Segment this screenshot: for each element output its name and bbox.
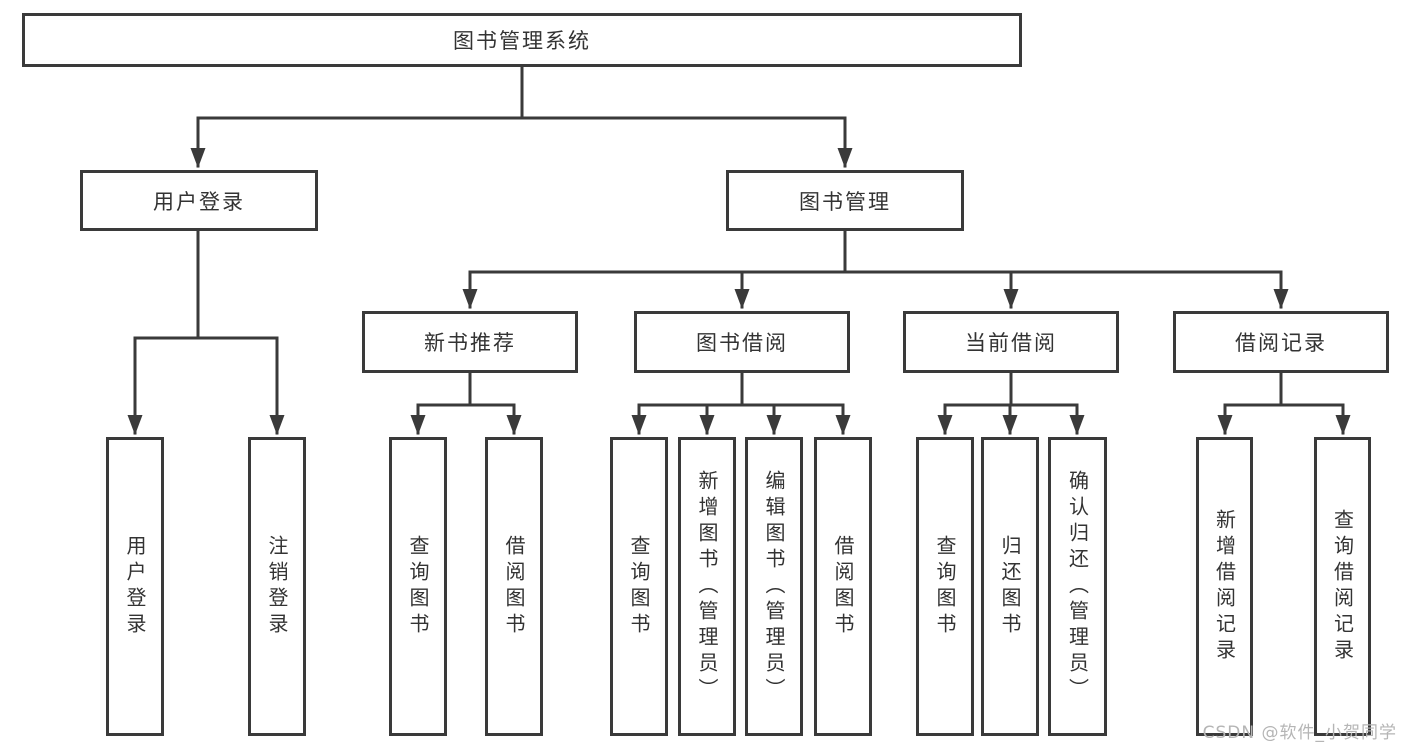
leaf-label: 查询图书 — [406, 534, 430, 639]
node-borrow-records: 借阅记录 — [1173, 311, 1389, 373]
leaf-label: 用户登录 — [123, 534, 147, 639]
connector-new-book-recommend-children — [410, 371, 522, 435]
leaf-add-book-admin: 新增图书（管理员） — [678, 437, 736, 736]
node-label: 图书管理系统 — [453, 29, 591, 53]
leaf-label: 查询图书 — [933, 534, 957, 639]
leaf-edit-book-admin: 编辑图书（管理员） — [745, 437, 803, 736]
leaf-label: 查询图书 — [627, 534, 651, 639]
leaf-label: 确认归还（管理员） — [1065, 469, 1090, 704]
leaf-return-book: 归还图书 — [981, 437, 1039, 736]
leaf-label: 借阅图书 — [502, 534, 526, 639]
leaf-borrow-book-recommend: 借阅图书 — [485, 437, 543, 736]
node-library-management-system: 图书管理系统 — [22, 13, 1022, 67]
leaf-label: 查询借阅记录 — [1330, 508, 1355, 665]
node-user-login: 用户登录 — [80, 170, 318, 231]
leaf-logout: 注销登录 — [248, 437, 306, 736]
leaf-label: 注销登录 — [265, 534, 289, 639]
leaf-add-borrow-record: 新增借阅记录 — [1196, 437, 1253, 736]
connector-root-to-level2 — [190, 65, 853, 168]
leaf-query-book-current: 查询图书 — [916, 437, 974, 736]
leaf-query-book-recommend: 查询图书 — [389, 437, 447, 736]
leaf-confirm-return-admin: 确认归还（管理员） — [1048, 437, 1107, 736]
leaf-query-borrow-record: 查询借阅记录 — [1314, 437, 1371, 736]
leaf-user-login: 用户登录 — [106, 437, 164, 736]
leaf-label: 归还图书 — [998, 534, 1022, 639]
connector-current-borrow-children — [937, 371, 1085, 435]
leaf-label: 编辑图书（管理员） — [762, 469, 786, 704]
node-book-borrow: 图书借阅 — [634, 311, 850, 373]
node-label: 新书推荐 — [424, 331, 516, 355]
node-new-book-recommend: 新书推荐 — [362, 311, 578, 373]
leaf-query-book-borrow: 查询图书 — [610, 437, 668, 736]
node-book-management: 图书管理 — [726, 170, 964, 231]
node-label: 图书管理 — [799, 189, 891, 214]
connector-book-borrow-children — [631, 371, 851, 435]
connector-book-management-children — [462, 229, 1289, 309]
connector-borrow-records-children — [1217, 371, 1351, 435]
connector-user-login-children — [127, 229, 285, 435]
leaf-label: 新增借阅记录 — [1212, 508, 1237, 665]
node-label: 用户登录 — [153, 189, 245, 214]
node-label: 当前借阅 — [965, 331, 1057, 355]
node-label: 图书借阅 — [696, 331, 788, 355]
node-label: 借阅记录 — [1235, 331, 1327, 355]
csdn-watermark: CSDN @软件_小贺同学 — [1202, 723, 1397, 743]
leaf-borrow-book: 借阅图书 — [814, 437, 872, 736]
node-current-borrow: 当前借阅 — [903, 311, 1119, 373]
leaf-label: 新增图书（管理员） — [695, 469, 719, 704]
leaf-label: 借阅图书 — [831, 534, 855, 639]
